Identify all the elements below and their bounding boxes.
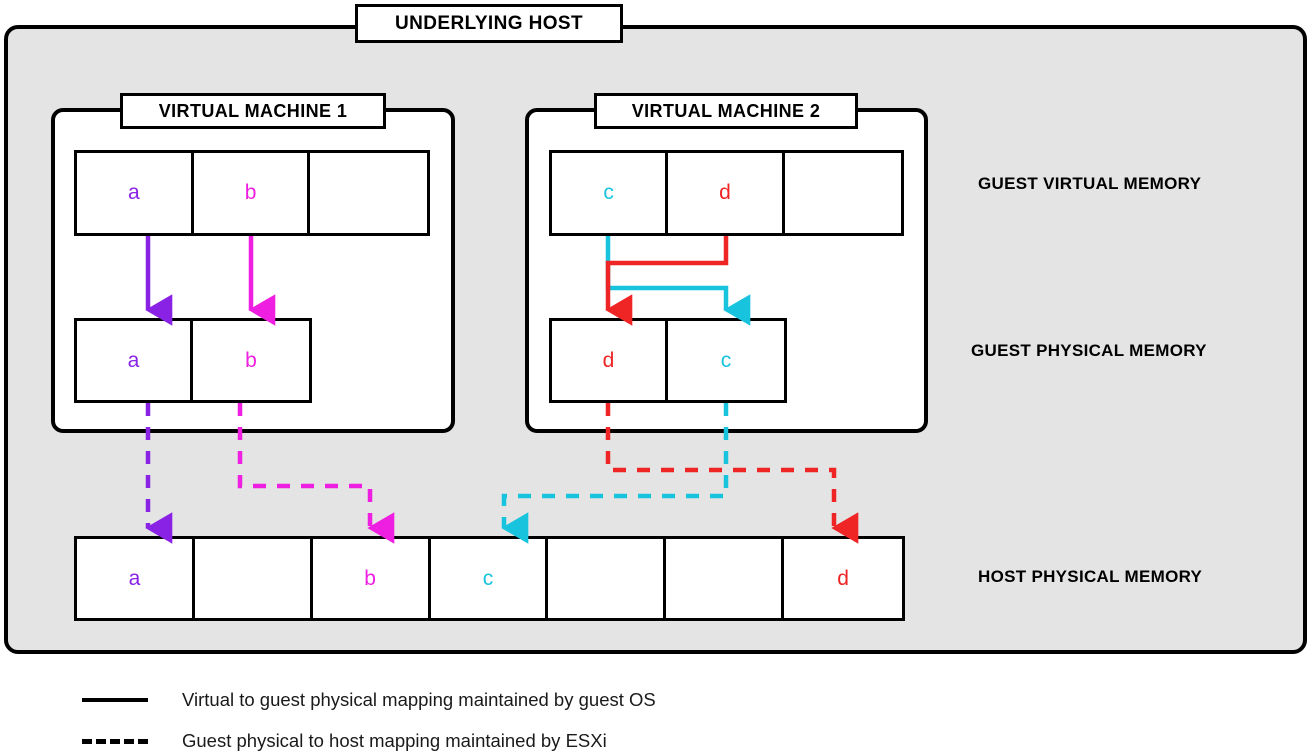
- vm1-guest-physical-memory-row: a b: [74, 318, 312, 403]
- host-physical-memory-label: HOST PHYSICAL MEMORY: [978, 567, 1203, 586]
- memory-cell: b: [312, 539, 431, 618]
- memory-cell: c: [430, 539, 549, 618]
- vm1-guest-virtual-memory-row: a b: [74, 150, 430, 236]
- legend: Virtual to guest physical mapping mainta…: [0, 672, 1316, 754]
- vm2-guest-virtual-memory-row: c d: [549, 150, 904, 236]
- memory-cell: d: [552, 321, 669, 400]
- legend-solid-line-icon: [82, 698, 148, 702]
- memory-cell: a: [77, 321, 194, 400]
- underlying-host-title: UNDERLYING HOST: [355, 4, 623, 43]
- memory-cell: d: [784, 539, 902, 618]
- memory-cell: c: [668, 321, 784, 400]
- virtual-machine-1-title: VIRTUAL MACHINE 1: [120, 93, 386, 129]
- host-physical-memory-row: a b c d: [74, 536, 905, 621]
- legend-item-solid: Virtual to guest physical mapping mainta…: [82, 688, 656, 712]
- memory-cell: c: [552, 153, 669, 233]
- virtual-machine-2-title: VIRTUAL MACHINE 2: [594, 93, 858, 129]
- memory-cell: a: [77, 153, 194, 233]
- memory-cell: a: [77, 539, 195, 618]
- legend-dashed-line-icon: [82, 738, 148, 744]
- memory-cell: b: [193, 321, 309, 400]
- memory-cell: b: [193, 153, 311, 233]
- legend-solid-label: Virtual to guest physical mapping mainta…: [182, 689, 656, 710]
- virtual-machine-1-title-text: VIRTUAL MACHINE 1: [158, 100, 348, 121]
- memory-cell: [548, 539, 667, 618]
- memory-cell: [784, 153, 901, 233]
- underlying-host-title-text: UNDERLYING HOST: [395, 12, 583, 34]
- guest-virtual-memory-label: GUEST VIRTUAL MEMORY: [978, 174, 1202, 193]
- virtual-machine-2-title-text: VIRTUAL MACHINE 2: [631, 100, 821, 121]
- memory-cell: [310, 153, 428, 233]
- legend-dashed-label: Guest physical to host mapping maintaine…: [182, 730, 607, 751]
- legend-item-dashed: Guest physical to host mapping maintaine…: [82, 729, 607, 753]
- memory-cell: [666, 539, 785, 618]
- memory-cell: d: [668, 153, 785, 233]
- memory-cell: [194, 539, 313, 618]
- guest-physical-memory-label: GUEST PHYSICAL MEMORY: [971, 341, 1207, 360]
- vm2-guest-physical-memory-row: d c: [549, 318, 787, 403]
